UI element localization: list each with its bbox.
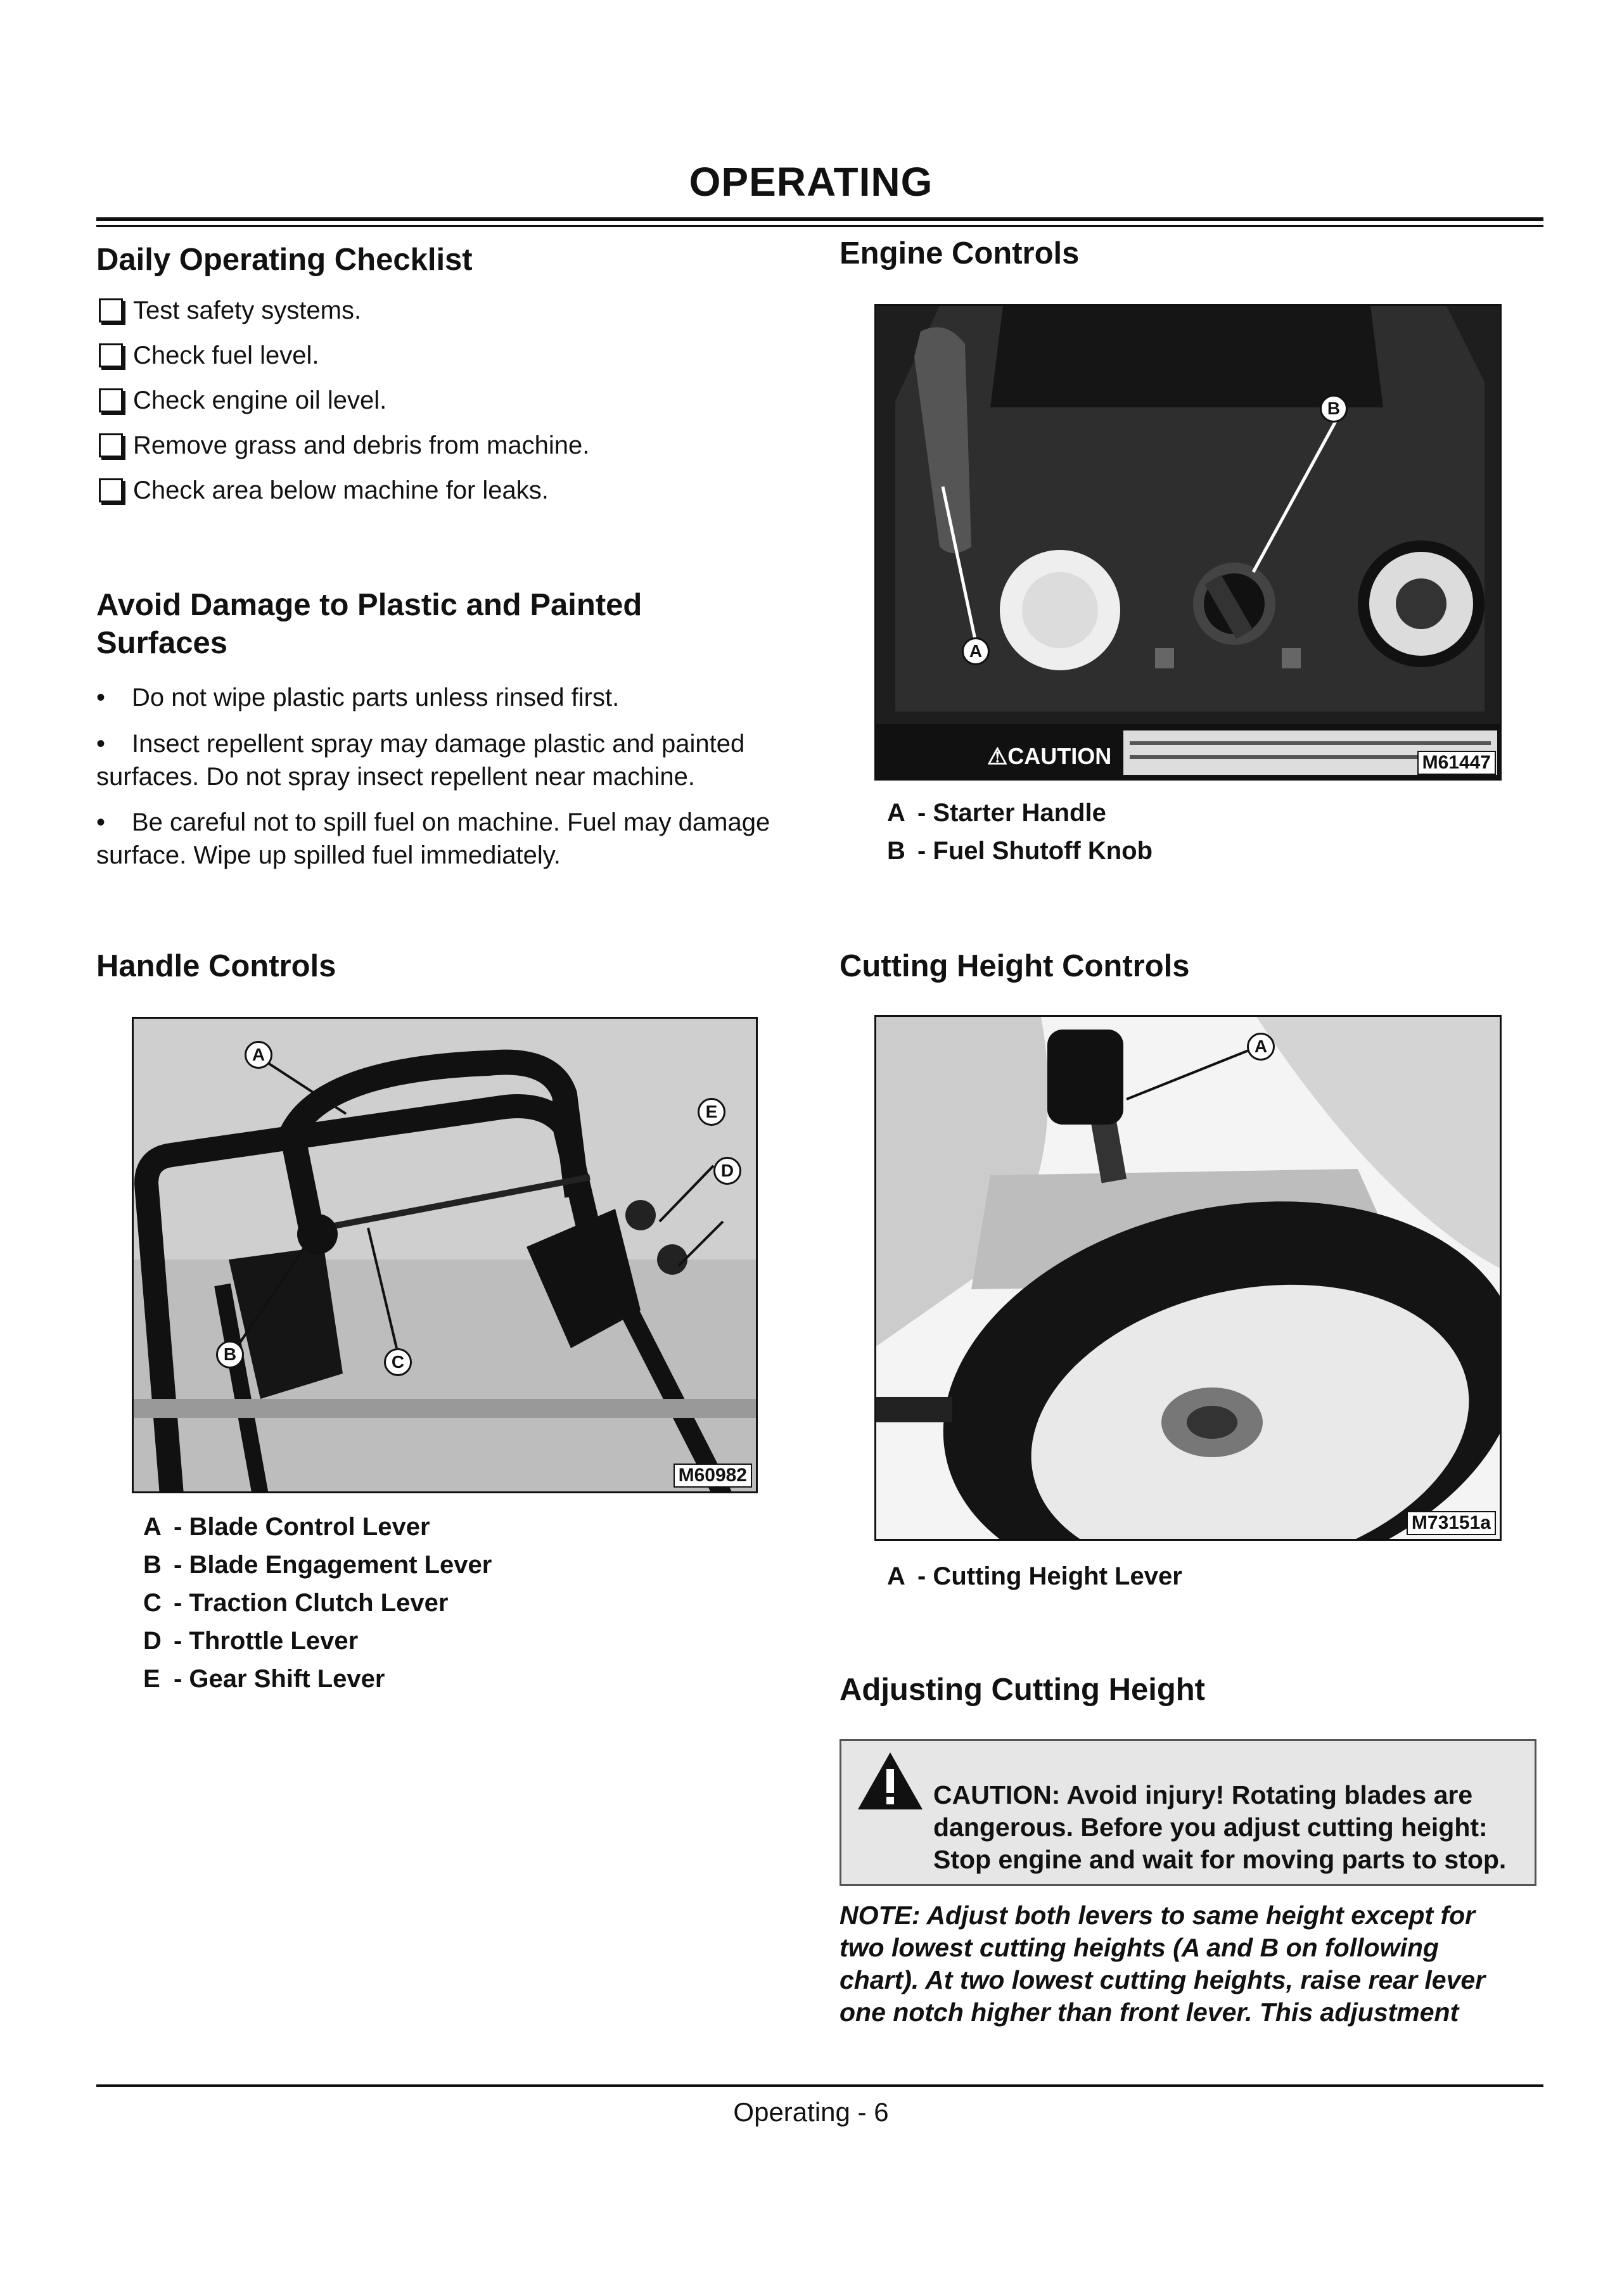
caution-text: CAUTION: Avoid injury! Rotating blades a… (933, 1780, 1507, 1874)
avoid-damage-heading: Avoid Damage to Plastic and Painted Surf… (96, 588, 642, 660)
checklist-item[interactable]: Check area below machine for leaks. (96, 475, 549, 506)
checkbox-icon[interactable] (99, 478, 123, 502)
figure-id: M61447 (1417, 751, 1496, 775)
bullet-item: •Do not wipe plastic parts unless rinsed… (96, 684, 620, 711)
engine-illustration (876, 306, 1500, 779)
engine-legend: A- Starter Handle B- Fuel Shutoff Knob (887, 794, 1153, 870)
legend-item: A- Blade Control Lever (143, 1513, 430, 1541)
engine-controls-heading: Engine Controls (840, 236, 1080, 271)
figure-id: M73151a (1406, 1511, 1496, 1535)
handle-controls-figure: A B C D E M60982 (132, 1017, 758, 1493)
callout-c: C (384, 1348, 412, 1376)
header-rule (96, 217, 1543, 221)
engine-controls-figure: ⚠CAUTION A B M61447 (874, 304, 1502, 781)
wheel-illustration (876, 1017, 1500, 1539)
legend-item: B- Blade Engagement Lever (143, 1551, 492, 1579)
cutting-height-legend: A- Cutting Height Lever (887, 1557, 1182, 1595)
checkbox-icon[interactable] (99, 388, 123, 412)
legend-item: A- Cutting Height Lever (887, 1562, 1182, 1590)
note-text: NOTE: Adjust both levers to same height … (840, 1901, 1486, 2027)
legend-item: A- Starter Handle (887, 799, 1106, 827)
adjusting-cutting-height-heading: Adjusting Cutting Height (840, 1673, 1205, 1707)
checklist-item[interactable]: Remove grass and debris from machine. (96, 430, 589, 461)
checklist-item[interactable]: Check engine oil level. (96, 385, 386, 416)
handle-controls-heading: Handle Controls (96, 949, 336, 983)
bullet-item: •Insect repellent spray may damage plast… (96, 730, 745, 791)
legend-item: E- Gear Shift Lever (143, 1665, 385, 1693)
callout-a: A (245, 1041, 272, 1069)
page-title: OPERATING (689, 159, 933, 205)
page-footer: Operating - 6 (733, 2097, 889, 2127)
header-rule-thin (96, 225, 1543, 227)
cutting-height-figure: A M73151a (874, 1015, 1502, 1541)
callout-b: B (216, 1341, 244, 1368)
warning-triangle-icon (858, 1752, 923, 1809)
checkbox-icon[interactable] (99, 433, 123, 457)
handle-legend: A- Blade Control Lever B- Blade Engageme… (143, 1508, 492, 1698)
legend-item: B- Fuel Shutoff Knob (887, 837, 1153, 865)
callout-a: A (962, 637, 990, 665)
caution-box: CAUTION: Avoid injury! Rotating blades a… (840, 1739, 1536, 1886)
checkbox-icon[interactable] (99, 343, 123, 367)
callout-b: B (1320, 395, 1348, 423)
checklist-item[interactable]: Check fuel level. (96, 340, 319, 371)
bullet-item: •Be careful not to spill fuel on machine… (96, 808, 770, 869)
cutting-height-controls-heading: Cutting Height Controls (840, 949, 1190, 983)
legend-item: D- Throttle Lever (143, 1627, 359, 1655)
checklist-item[interactable]: Test safety systems. (96, 295, 361, 326)
callout-e: E (698, 1098, 725, 1126)
figure-id: M60982 (673, 1464, 752, 1488)
legend-item: C- Traction Clutch Lever (143, 1589, 449, 1617)
callout-d: D (713, 1157, 741, 1185)
decal-caution: ⚠CAUTION (987, 743, 1112, 769)
daily-checklist-heading: Daily Operating Checklist (96, 243, 473, 277)
mower-handle-illustration (134, 1019, 756, 1491)
footer-rule (96, 2084, 1543, 2087)
callout-a: A (1247, 1033, 1275, 1061)
checkbox-icon[interactable] (99, 298, 123, 322)
